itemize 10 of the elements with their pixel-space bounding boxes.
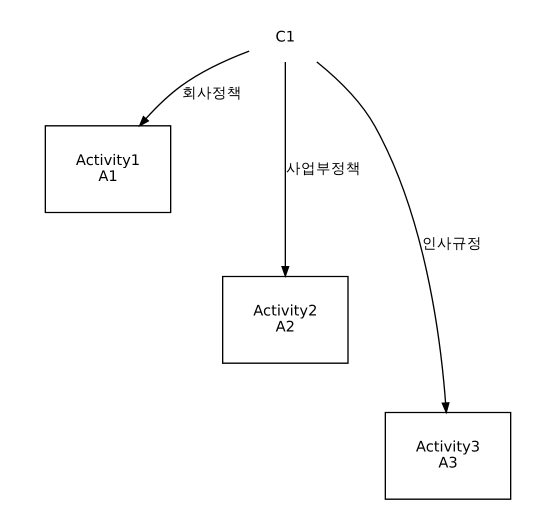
edge-label: 인사규정 [422, 235, 482, 252]
node-box: Activity2 A2 [222, 276, 348, 364]
edge-label: 회사정책 [182, 84, 242, 102]
arrow [280, 62, 290, 278]
node-box: Activity1 A1 [44, 125, 171, 214]
node-text: C1 [275, 28, 295, 46]
arrow [316, 61, 450, 414]
edge-label: 사업부정책 [285, 160, 360, 177]
node-box: Activity3 A3 [384, 412, 511, 500]
arrow [138, 50, 249, 128]
